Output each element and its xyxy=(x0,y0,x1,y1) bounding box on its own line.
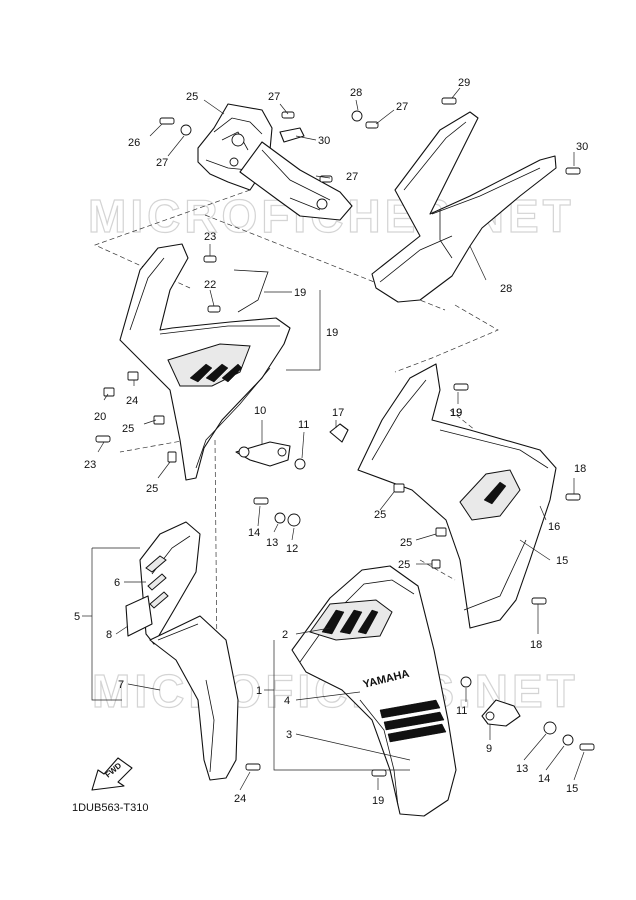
callout-12: 13 xyxy=(516,763,528,775)
callout-30: 30 xyxy=(576,141,588,153)
clip-31[interactable] xyxy=(279,127,305,143)
callout-27: 27 xyxy=(396,101,408,113)
callout-23: 22 xyxy=(204,279,216,291)
callout-2: 2 xyxy=(282,629,288,641)
callout-13: 14 xyxy=(538,773,550,785)
callout-26: 25 xyxy=(186,91,198,103)
callout-25: 24 xyxy=(126,395,138,407)
callout-24: 24 xyxy=(234,793,246,805)
callout-7: 7 xyxy=(118,679,124,691)
callout-25: 25 xyxy=(146,483,158,495)
side-cover-right[interactable] xyxy=(357,363,557,629)
callout-5: 5 xyxy=(74,611,80,623)
callout-27: 27 xyxy=(346,171,358,183)
callout-14: 15 xyxy=(566,783,578,795)
callouts: 25 26 27 27 28 27 30 27 29 30 28 23 22 1… xyxy=(74,77,588,807)
callout-21: 19 xyxy=(294,287,306,299)
callout-19: 19 xyxy=(450,407,462,419)
callout-30: 29 xyxy=(458,77,470,89)
callout-6: 6 xyxy=(114,577,120,589)
callout-31: 30 xyxy=(318,135,330,147)
leader-lines xyxy=(82,87,585,791)
callout-23: 23 xyxy=(84,459,96,471)
callout-27: 27 xyxy=(268,91,280,103)
callout-13: 13 xyxy=(266,537,278,549)
callout-27: 26 xyxy=(128,137,140,149)
callout-1: 1 xyxy=(256,685,262,697)
front-cowl-lower[interactable]: YAMAHA xyxy=(291,565,457,817)
fwd-arrow-icon: FWD xyxy=(91,757,133,791)
bracket-9[interactable] xyxy=(481,699,521,727)
lower-cover-left[interactable] xyxy=(125,521,239,781)
callout-28: 28 xyxy=(350,87,362,99)
inner-stay[interactable] xyxy=(239,141,353,221)
side-cover-left[interactable] xyxy=(119,243,291,481)
callout-17: 17 xyxy=(332,407,344,419)
callout-9: 9 xyxy=(486,743,492,755)
callout-18: 18 xyxy=(530,639,542,651)
diagram-code: 1DUB563-T310 xyxy=(72,802,149,814)
callout-15: 15 xyxy=(556,555,568,567)
callout-25: 25 xyxy=(374,509,386,521)
callout-19: 19 xyxy=(372,795,384,807)
bracket-10[interactable] xyxy=(235,441,291,467)
callout-11: 11 xyxy=(456,705,467,717)
callout-24: 23 xyxy=(204,231,216,243)
callout-19: 19 xyxy=(450,407,462,419)
callout-25: 25 xyxy=(398,559,410,571)
callout-8: 8 xyxy=(106,629,112,641)
front-cowl-upper[interactable] xyxy=(371,111,557,303)
callout-16: 16 xyxy=(548,521,560,533)
callout-18: 18 xyxy=(574,463,586,475)
callout-20: 19 xyxy=(326,327,338,339)
callout-10: 10 xyxy=(254,405,266,417)
callout-22: 20 xyxy=(94,411,106,423)
callout-25: 25 xyxy=(122,423,134,435)
callout-4: 4 xyxy=(284,695,290,707)
callout-11: 11 xyxy=(298,419,309,431)
callout-28: 27 xyxy=(156,157,168,169)
callout-29: 28 xyxy=(500,283,512,295)
callout-14: 14 xyxy=(248,527,260,539)
callout-12: 12 xyxy=(286,543,298,555)
callout-25: 25 xyxy=(400,537,412,549)
callout-3: 3 xyxy=(286,729,292,741)
hardware-bolts xyxy=(95,97,595,777)
